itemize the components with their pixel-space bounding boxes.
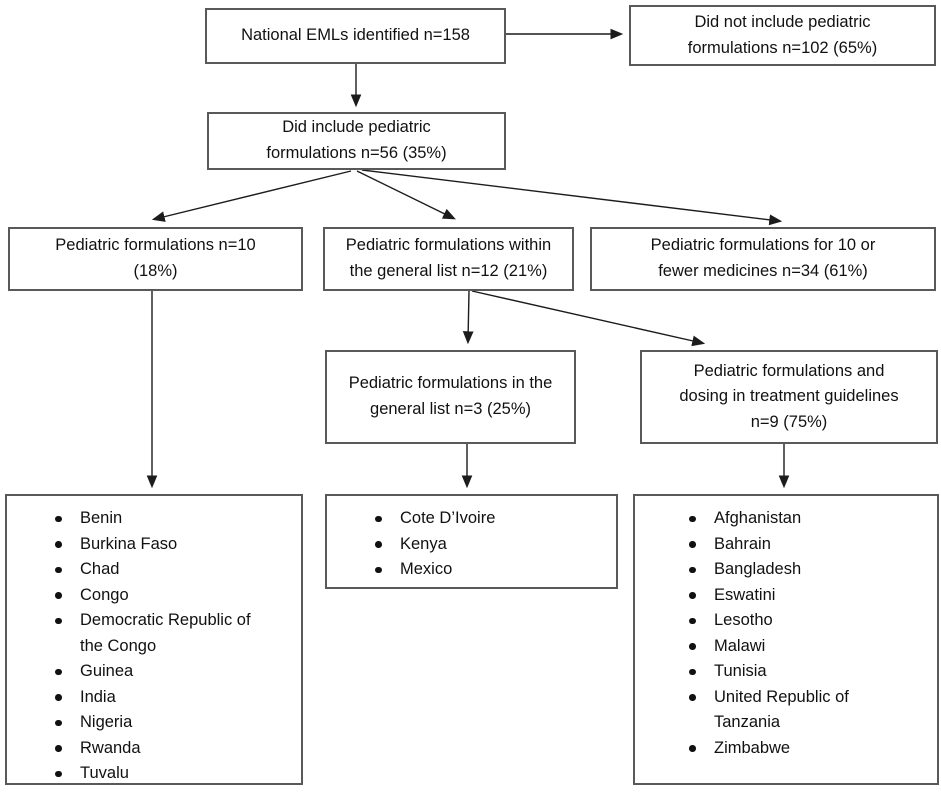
country-item: Tuvalu <box>7 761 275 787</box>
node-label: Pediatric formulations and dosing in tre… <box>679 361 899 431</box>
country-item: Burkina Faso <box>7 532 275 558</box>
country-item: Afghanistan <box>635 506 909 532</box>
node-national-emls-identified: National EMLs identified n=158 <box>205 8 506 64</box>
node-within-general-list: Pediatric formulations within the genera… <box>323 227 574 291</box>
country-item: India <box>7 685 275 711</box>
arrow-within-general-to-in-general-list <box>462 290 474 345</box>
country-item: Chad <box>7 557 275 583</box>
country-item: Guinea <box>7 659 275 685</box>
arrow-included-to-ped-only <box>151 170 352 222</box>
country-item: Congo <box>7 583 275 609</box>
country-item: United Republic of Tanzania <box>635 685 909 736</box>
country-item: Nigeria <box>7 710 275 736</box>
node-in-general-list: Pediatric formulations in the general li… <box>325 350 576 444</box>
country-item: Bahrain <box>635 532 909 558</box>
country-item: Bangladesh <box>635 557 909 583</box>
country-item: Kenya <box>327 532 595 558</box>
node-ten-or-fewer-medicines: Pediatric formulations for 10 or fewer m… <box>590 227 936 291</box>
node-dosing-treatment-guidelines: Pediatric formulations and dosing in tre… <box>640 350 938 444</box>
arrow-included-to-within-general <box>356 170 456 220</box>
country-item: Tunisia <box>635 659 909 685</box>
node-label: Pediatric formulations for 10 or fewer m… <box>650 236 876 280</box>
country-item: Rwanda <box>7 736 275 762</box>
country-item: Benin <box>7 506 275 532</box>
country-item: Eswatini <box>635 583 909 609</box>
node-did-not-include-pediatric: Did not include pediatric formulations n… <box>629 5 936 66</box>
country-item: Mexico <box>327 557 595 583</box>
node-label: Pediatric formulations n=10 (18%) <box>55 236 256 280</box>
country-item: Lesotho <box>635 608 909 634</box>
country-item: Zimbabwe <box>635 736 909 762</box>
node-label: Pediatric formulations within the genera… <box>345 236 552 280</box>
country-item: Cote D’Ivoire <box>327 506 595 532</box>
country-item: Democratic Republic of the Congo <box>7 608 275 659</box>
arrow-within-general-to-guidelines <box>471 290 706 347</box>
node-label: Pediatric formulations in the general li… <box>348 374 553 418</box>
node-label: Did not include pediatric formulations n… <box>687 12 878 57</box>
node-did-include-pediatric: Did include pediatric formulations n=56 … <box>207 112 506 170</box>
node-pediatric-formulations-only: Pediatric formulations n=10 (18%) <box>8 227 303 291</box>
node-label: National EMLs identified n=158 <box>241 26 470 45</box>
node-label: Did include pediatric formulations n=56 … <box>266 118 447 162</box>
arrow-included-to-ten-or-fewer <box>361 169 783 226</box>
country-item: Malawi <box>635 634 909 660</box>
